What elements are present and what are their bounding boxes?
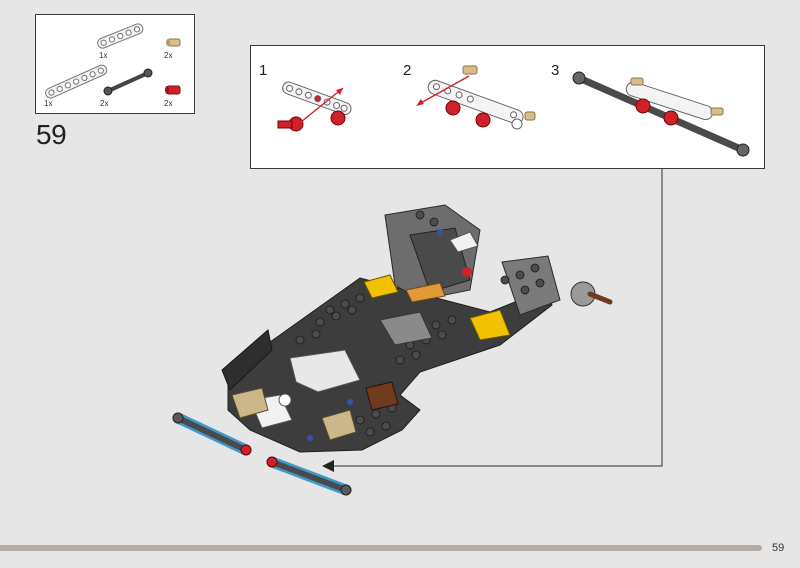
part-qty: 2x [164,51,173,60]
callout-connector-line [332,169,663,467]
substep-number: 1 [259,62,268,79]
white-liftarm-5-part [97,23,144,49]
substep-number: 2 [403,62,412,79]
white-liftarm-7-part [45,64,108,99]
parts-list-box: 1x 2x 1x 2x 2x [35,14,195,114]
substep-3-illustration [572,71,750,157]
page-number: 59 [772,542,785,554]
substep-illustrations [277,65,750,157]
callout-arrow [322,460,334,472]
part-qty: 2x [164,99,173,108]
red-pin-part [165,85,181,95]
part-qty: 1x [44,99,53,108]
part-qty: 2x [100,99,109,108]
part-qty: 1x [99,51,108,60]
tan-pin-part [166,38,181,47]
chassis-model [172,204,613,496]
new-link-left [172,412,252,456]
footer-progress-bar [0,545,762,551]
dark-link-part [103,68,153,96]
subassembly-box: 1 2 3 [250,45,765,169]
substep-1-illustration [277,81,352,132]
substep-2-illustration [416,65,536,130]
step-number: 59 [36,119,67,150]
substep-number: 3 [551,62,560,79]
new-link-right [266,456,352,496]
parts-list-illustrations [45,23,181,99]
